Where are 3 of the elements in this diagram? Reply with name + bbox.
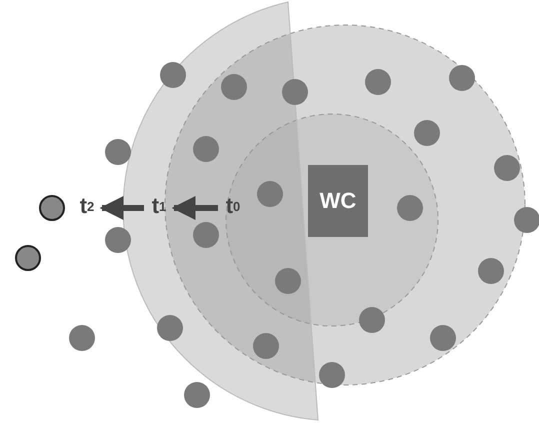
toilet-box: WC [308,165,368,237]
arrow [100,196,144,220]
arrow [172,196,218,220]
